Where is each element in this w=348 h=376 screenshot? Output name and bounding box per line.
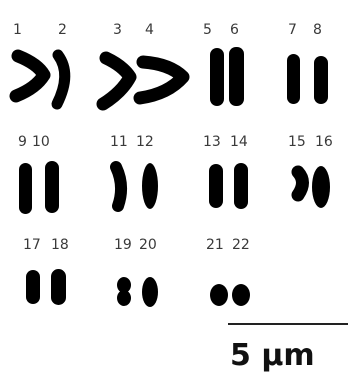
chromosome-8 bbox=[314, 56, 328, 104]
chromosome-label: 20 bbox=[139, 237, 157, 253]
chromosome-label: 4 bbox=[145, 22, 154, 38]
chromosome-label: 16 bbox=[315, 134, 333, 150]
chromosome-18 bbox=[51, 269, 66, 305]
chromosome-label: 12 bbox=[136, 134, 154, 150]
chromosome-label: 17 bbox=[23, 237, 41, 253]
chromosome-label: 14 bbox=[230, 134, 248, 150]
chromosome-label: 21 bbox=[206, 237, 224, 253]
chromosome-label: 11 bbox=[110, 134, 128, 150]
chromosome-16 bbox=[312, 166, 330, 208]
chromosome-1 bbox=[16, 56, 44, 96]
chromosome-label: 18 bbox=[51, 237, 69, 253]
chromosome-14 bbox=[234, 163, 248, 209]
chromosome-label: 8 bbox=[313, 22, 322, 38]
chromosome-label: 3 bbox=[113, 22, 122, 38]
chromosome-label: 5 bbox=[203, 22, 212, 38]
chromosome-label: 2 bbox=[58, 22, 67, 38]
chromosome-9 bbox=[19, 163, 32, 214]
chromosome-7 bbox=[287, 54, 300, 104]
chromosome-label: 15 bbox=[288, 134, 306, 150]
chromosome-6 bbox=[229, 47, 244, 106]
chromosome-label: 19 bbox=[114, 237, 132, 253]
chromosome-label: 6 bbox=[230, 22, 239, 38]
chromosome-11 bbox=[116, 167, 121, 206]
chromosome-21 bbox=[210, 284, 228, 306]
chromosome-22 bbox=[232, 284, 250, 306]
chromosome-label: 9 bbox=[18, 134, 27, 150]
chromosome-12 bbox=[142, 163, 158, 209]
chromosome-5 bbox=[210, 48, 224, 106]
chromosome-20 bbox=[142, 277, 158, 307]
chromosome-label: 7 bbox=[288, 22, 297, 38]
chromosome-label: 1 bbox=[13, 22, 22, 38]
chromosome-3 bbox=[103, 58, 130, 104]
scale-bar-label: 5 µm bbox=[230, 338, 315, 373]
chromosome-2 bbox=[57, 55, 65, 104]
chromosome-13 bbox=[209, 164, 223, 208]
chromosome-17 bbox=[26, 270, 40, 304]
chromosome-19 bbox=[117, 277, 131, 306]
chromosome-label: 13 bbox=[203, 134, 221, 150]
chromosome-4 bbox=[140, 62, 183, 98]
chromosome-10 bbox=[45, 161, 59, 213]
chromosome-15 bbox=[298, 172, 303, 195]
chromosome-label: 10 bbox=[32, 134, 50, 150]
chromosome-label: 22 bbox=[232, 237, 250, 253]
